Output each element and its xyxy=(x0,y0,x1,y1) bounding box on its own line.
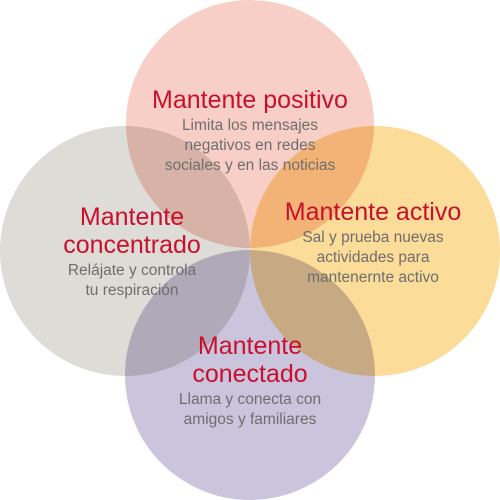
focused-description: Relájate y controla tu respiración xyxy=(22,261,242,301)
active-title-line: Mantente activo xyxy=(284,198,462,226)
active-title: Mantente activo xyxy=(258,198,488,226)
focused-text-block: Mantente concentrado Relájate y controla… xyxy=(22,203,242,301)
focused-title-line: concentrado xyxy=(63,231,201,259)
positive-desc-line: sociales y en las noticias xyxy=(164,157,336,174)
active-desc-line: mantenernte activo xyxy=(307,269,439,286)
connected-title: Mantente conectado xyxy=(140,332,360,388)
connected-desc-line: amigos y familiares xyxy=(183,411,317,428)
connected-title-line: Mantente xyxy=(197,332,303,360)
positive-title-line: Mantente positivo xyxy=(152,86,348,114)
positive-description: Limita los mensajes negativos en redes s… xyxy=(130,116,370,176)
active-description: Sal y prueba nuevas actividades para man… xyxy=(258,228,488,288)
focused-desc-line: tu respiración xyxy=(85,282,179,299)
active-desc-line: actividades para xyxy=(316,249,430,266)
focused-desc-line: Relájate y controla xyxy=(67,262,197,279)
connected-title-line: conectado xyxy=(192,360,308,388)
active-text-block: Mantente activo Sal y prueba nuevas acti… xyxy=(258,198,488,288)
focused-title: Mantente concentrado xyxy=(22,203,242,259)
active-desc-line: Sal y prueba nuevas xyxy=(302,229,444,246)
circle-connected xyxy=(125,250,375,500)
connected-text-block: Mantente conectado Llama y conecta con a… xyxy=(140,332,360,430)
positive-title: Mantente positivo xyxy=(130,86,370,114)
positive-desc-line: Limita los mensajes xyxy=(181,117,319,134)
focused-title-line: Mantente xyxy=(79,203,185,231)
connected-description: Llama y conecta con amigos y familiares xyxy=(140,390,360,430)
positive-desc-line: negativos en redes xyxy=(184,137,316,154)
positive-text-block: Mantente positivo Limita los mensajes ne… xyxy=(130,86,370,176)
connected-desc-line: Llama y conecta con xyxy=(178,391,322,408)
